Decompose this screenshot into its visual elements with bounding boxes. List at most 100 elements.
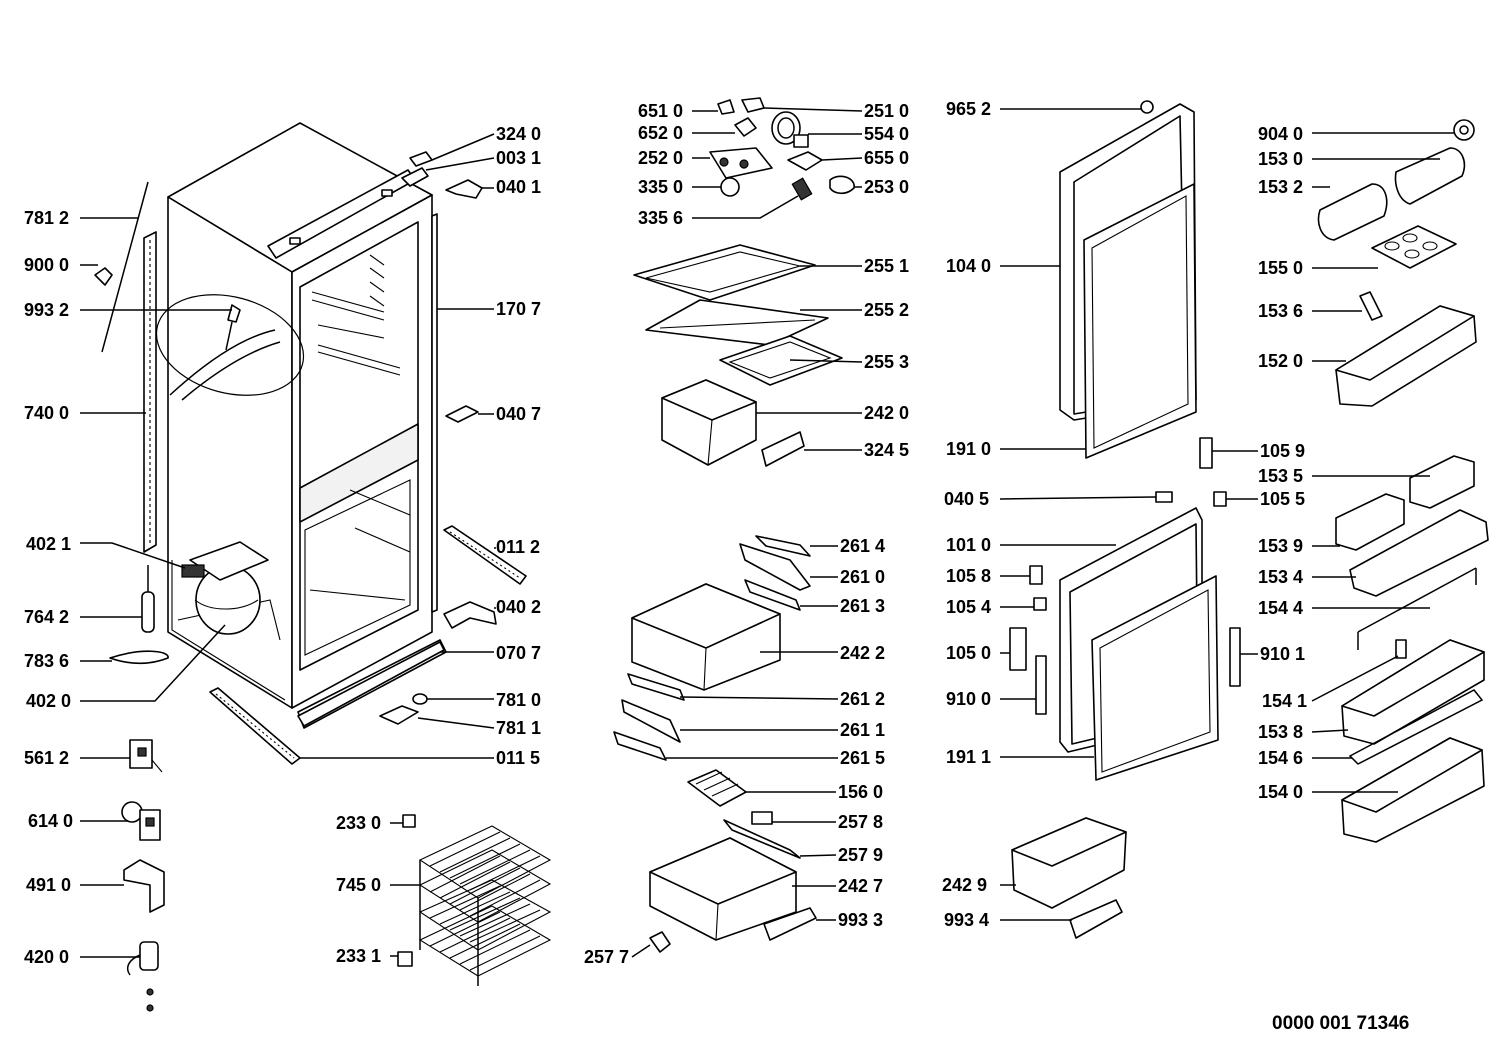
callout-561-2: 561 2: [24, 748, 70, 768]
callout-153-2: 153 2: [1258, 177, 1304, 197]
ice-tray-156-0: [687, 769, 747, 807]
callout-101-0: 101 0: [946, 535, 992, 555]
rack-152-0: [1335, 305, 1477, 407]
callout-255-2: 255 2: [864, 300, 910, 320]
callout-900-0: 900 0: [24, 255, 70, 275]
callout-191-0: 191 0: [946, 439, 992, 459]
relay-561-2: [129, 739, 163, 773]
callout-781-0: 781 0: [496, 690, 542, 710]
rail-740-0: [143, 231, 157, 553]
callout-261-5: 261 5: [840, 748, 886, 768]
callout-242-9: 242 9: [942, 875, 988, 895]
callout-040-2: 040 2: [496, 597, 542, 617]
rail-153-4: [1349, 509, 1489, 597]
callout-261-2: 261 2: [840, 689, 886, 709]
callout-152-0: 152 0: [1258, 351, 1304, 371]
wire-shelves-745-0: [418, 825, 552, 986]
callout-040-5: 040 5: [944, 489, 990, 509]
callout-011-2: 011 2: [496, 537, 541, 557]
callout-554-0: 554 0: [864, 124, 910, 144]
callout-402-1: 402 1: [26, 534, 72, 554]
callout-904-0: 904 0: [1258, 124, 1304, 144]
callout-491-0: 491 0: [26, 875, 72, 895]
callout-335-6: 335 6: [638, 208, 684, 228]
callout-965-2: 965 2: [946, 99, 992, 119]
shelves-255: [633, 244, 843, 386]
callout-651-0: 651 0: [638, 101, 684, 121]
rack-153-8: [1341, 639, 1485, 745]
callout-105-0: 105 0: [946, 643, 992, 663]
callout-233-1: 233 1: [336, 946, 382, 966]
callout-153-0: 153 0: [1258, 149, 1304, 169]
callout-242-7: 242 7: [838, 876, 884, 896]
callout-153-5: 153 5: [1258, 466, 1304, 486]
callout-233-0: 233 0: [336, 813, 382, 833]
callout-253-0: 253 0: [864, 177, 910, 197]
callout-003-1: 003 1: [496, 148, 542, 168]
callout-261-1: 261 1: [840, 720, 886, 740]
callout-105-9: 105 9: [1260, 441, 1306, 461]
door-104-0: [1059, 100, 1197, 459]
door-101-0: [1059, 507, 1219, 781]
callout-257-7: 257 7: [584, 947, 630, 967]
callout-170-7: 170 7: [496, 299, 542, 319]
callout-257-8: 257 8: [838, 812, 884, 832]
drawer-242-7: [649, 837, 797, 941]
callout-154-1: 154 1: [1262, 691, 1308, 711]
callout-105-4: 105 4: [946, 597, 992, 617]
egg-tray-155-0: [1371, 225, 1457, 269]
callout-104-0: 104 0: [946, 256, 992, 276]
callout-242-2: 242 2: [840, 643, 886, 663]
callout-261-4: 261 4: [840, 536, 886, 556]
callout-745-0: 745 0: [336, 875, 382, 895]
callout-153-6: 153 6: [1258, 301, 1304, 321]
callout-614-0: 614 0: [28, 811, 74, 831]
callout-740-0: 740 0: [24, 403, 70, 423]
document-number: 0000 001 71346: [1272, 1013, 1410, 1034]
callout-040-1: 040 1: [496, 177, 542, 197]
capacitor-420-0: [127, 941, 159, 1012]
callout-910-0: 910 0: [946, 689, 992, 709]
callout-993-3: 993 3: [838, 910, 884, 930]
callout-252-0: 252 0: [638, 148, 684, 168]
callout-324-5: 324 5: [864, 440, 910, 460]
callout-105-8: 105 8: [946, 566, 992, 586]
callout-257-9: 257 9: [838, 845, 884, 865]
callout-781-1: 781 1: [496, 718, 542, 738]
callout-783-6: 783 6: [24, 651, 70, 671]
callout-255-3: 255 3: [864, 352, 910, 372]
callout-040-7: 040 7: [496, 404, 542, 424]
callout-324-0: 324 0: [496, 124, 542, 144]
drawer-242-2: [631, 583, 781, 691]
callout-070-7: 070 7: [496, 643, 542, 663]
callout-781-2: 781 2: [24, 208, 70, 228]
basket-242-9: [1011, 817, 1127, 909]
callout-105-5: 105 5: [1260, 489, 1306, 509]
callout-153-9: 153 9: [1258, 536, 1304, 556]
cover-491-0: [123, 859, 165, 913]
callout-652-0: 652 0: [638, 123, 684, 143]
compressor-402-0: [181, 541, 269, 635]
callout-154-6: 154 6: [1258, 748, 1304, 768]
callout-764-2: 764 2: [24, 607, 70, 627]
callout-154-4: 154 4: [1258, 598, 1304, 618]
callout-261-0: 261 0: [840, 567, 886, 587]
callout-402-0: 402 0: [26, 691, 72, 711]
callout-153-4: 153 4: [1258, 567, 1304, 587]
callout-251-0: 251 0: [864, 101, 910, 121]
rack-153-5: [1335, 455, 1475, 551]
callout-154-0: 154 0: [1258, 782, 1304, 802]
leader-lines: [80, 107, 1454, 958]
timer-614-0: [121, 801, 161, 841]
callout-420-0: 420 0: [24, 947, 70, 967]
callout-155-0: 155 0: [1258, 258, 1304, 278]
callout-242-0: 242 0: [864, 403, 910, 423]
callout-261-3: 261 3: [840, 596, 886, 616]
callout-011-5: 011 5: [496, 748, 541, 768]
callout-255-1: 255 1: [864, 256, 910, 276]
callout-993-4: 993 4: [944, 910, 990, 930]
callout-191-1: 191 1: [946, 747, 992, 767]
callout-156-0: 156 0: [838, 782, 884, 802]
